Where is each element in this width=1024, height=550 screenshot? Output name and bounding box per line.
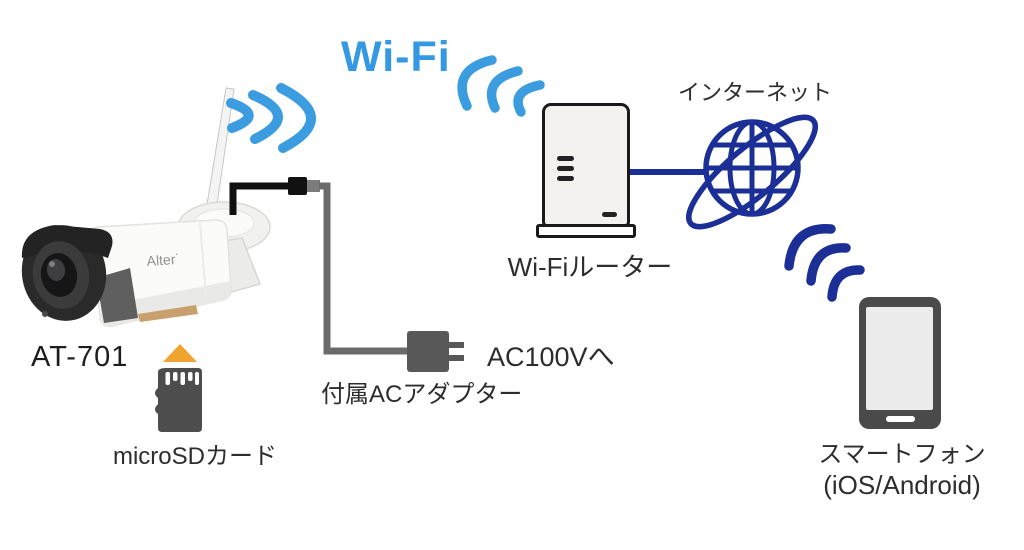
smartphone-label: スマートフォン	[818, 441, 986, 468]
router-stand	[536, 224, 636, 238]
ac-adapter-label: 付属ACアダプター	[321, 381, 523, 408]
power-cable-and-adapter	[229, 177, 464, 372]
plug-prong-bottom	[448, 355, 464, 361]
wifi-router-icon	[542, 103, 630, 227]
cable-connector-gray	[307, 180, 320, 192]
smartphone-home-bar	[886, 416, 915, 422]
microsd-label: microSDカード	[112, 443, 277, 470]
smartphone-label-group: スマートフォン (iOS/Android)	[777, 440, 1024, 500]
smartphone-platforms-label: (iOS/Android)	[823, 470, 981, 500]
wifi-signal-camera-icon	[226, 83, 316, 153]
adapter-cable	[319, 182, 408, 355]
internet-globe-icon	[629, 114, 818, 230]
camera-underside-strip	[138, 305, 198, 322]
cable-connector-black	[288, 177, 307, 195]
camera-underside	[96, 268, 138, 323]
router-label: Wi-Fiルーター	[507, 252, 673, 282]
router-led-bar	[557, 166, 574, 171]
router-port-bar	[602, 212, 617, 217]
ac-adapter-plug-icon	[407, 331, 449, 372]
camera-model-label: AT-701	[31, 341, 129, 373]
camera-lens-glint	[49, 261, 55, 267]
wifi-signal-phone-icon	[784, 224, 865, 302]
ac-outlet-label: AC100Vへ	[487, 342, 615, 372]
router-led-bar	[557, 156, 574, 161]
smartphone-screen	[866, 307, 933, 410]
camera-body-seam	[199, 222, 207, 298]
camera-pigtail-cable	[229, 182, 289, 215]
camera-brand-logo: Alter˙	[146, 251, 180, 269]
microsd-card-icon	[155, 344, 202, 432]
wifi-title: Wi-Fi	[341, 33, 451, 81]
security-camera-image: Alter˙	[21, 87, 271, 328]
wifi-signal-router-icon	[457, 55, 545, 117]
sd-insert-arrow-icon	[163, 344, 197, 362]
smartphone-icon	[859, 297, 941, 429]
router-led-bar	[557, 176, 574, 181]
plug-prong-top	[448, 342, 464, 348]
globe-orbit-ring	[686, 114, 818, 230]
camera-screw	[42, 311, 48, 317]
internet-label: インターネット	[677, 80, 832, 105]
